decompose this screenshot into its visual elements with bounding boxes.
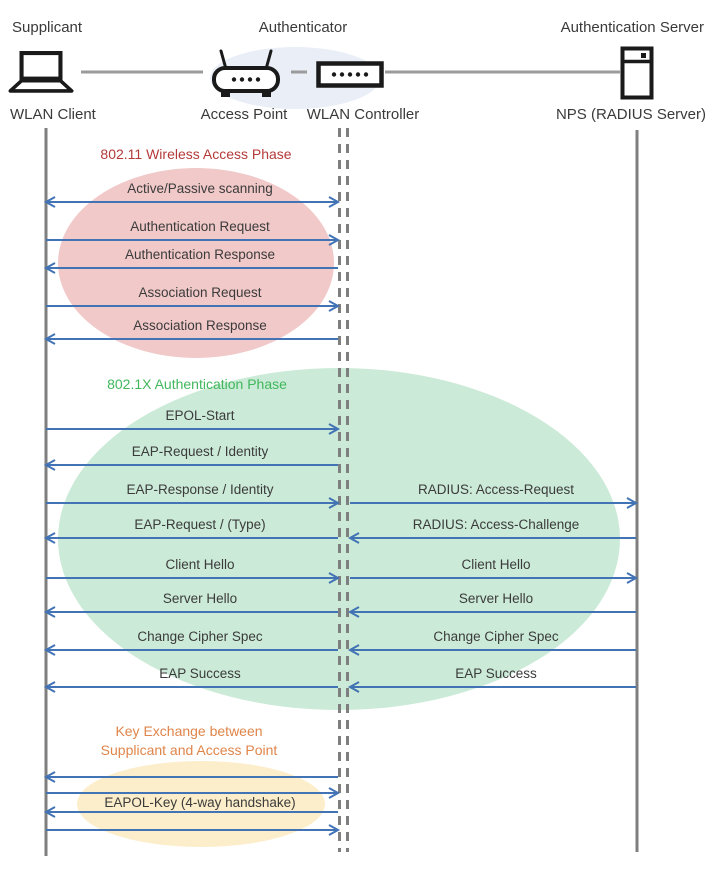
message-label: Server Hello: [458, 591, 534, 606]
phase-title-key-exchange: Key Exchange between Supplicant and Acce…: [54, 722, 324, 760]
message-label: EAP Success: [455, 666, 537, 681]
message-label: EAP-Request / (Type): [134, 517, 266, 532]
role-label-supplicant: Supplicant: [12, 19, 83, 36]
device-label-access-point: Access Point: [200, 106, 288, 123]
phase-80211-ellipse: [58, 168, 334, 358]
message-label: Change Cipher Spec: [433, 629, 559, 644]
message-label: RADIUS: Access-Request: [417, 482, 575, 497]
phase-title-8021x-authentication: 802.1X Authentication Phase: [107, 376, 287, 392]
message-label: RADIUS: Access-Challenge: [412, 517, 580, 532]
role-label-authenticator: Authenticator: [258, 19, 348, 36]
phase-title-80211-wireless-access: 802.11 Wireless Access Phase: [100, 146, 292, 162]
server-icon: [620, 46, 654, 100]
wlan-controller-icon: [316, 61, 384, 88]
phase-8021x-ellipse: [58, 368, 620, 710]
message-label: Association Response: [133, 318, 267, 333]
message-label: EAPOL-Key (4-way handshake): [104, 795, 296, 810]
message-label: Change Cipher Spec: [137, 629, 263, 644]
message-label: Authentication Request: [130, 219, 270, 234]
device-label-wlan-client: WLAN Client: [10, 106, 96, 123]
phase-title-key-exchange-line1: Key Exchange between: [115, 723, 263, 739]
message-label: EAP-Response / Identity: [126, 482, 274, 497]
device-label-nps: NPS (RADIUS Server): [555, 106, 706, 123]
message-label: EAP-Request / Identity: [131, 444, 269, 459]
message-label: Client Hello: [165, 557, 235, 572]
role-label-authentication-server: Authentication Server: [560, 19, 704, 36]
device-label-wlan-controller: WLAN Controller: [306, 106, 420, 123]
message-label: EPOL-Start: [165, 408, 235, 423]
message-label: Association Request: [138, 285, 262, 300]
laptop-icon: [8, 51, 74, 94]
message-label: Server Hello: [162, 591, 238, 606]
message-label: Authentication Response: [124, 247, 276, 262]
access-point-icon: [209, 49, 283, 99]
message-label: EAP Success: [159, 666, 241, 681]
phase-key-exchange-ellipse: [77, 761, 325, 847]
phase-title-key-exchange-line2: Supplicant and Access Point: [100, 742, 278, 758]
message-label: Client Hello: [461, 557, 531, 572]
message-label: Active/Passive scanning: [127, 181, 273, 196]
